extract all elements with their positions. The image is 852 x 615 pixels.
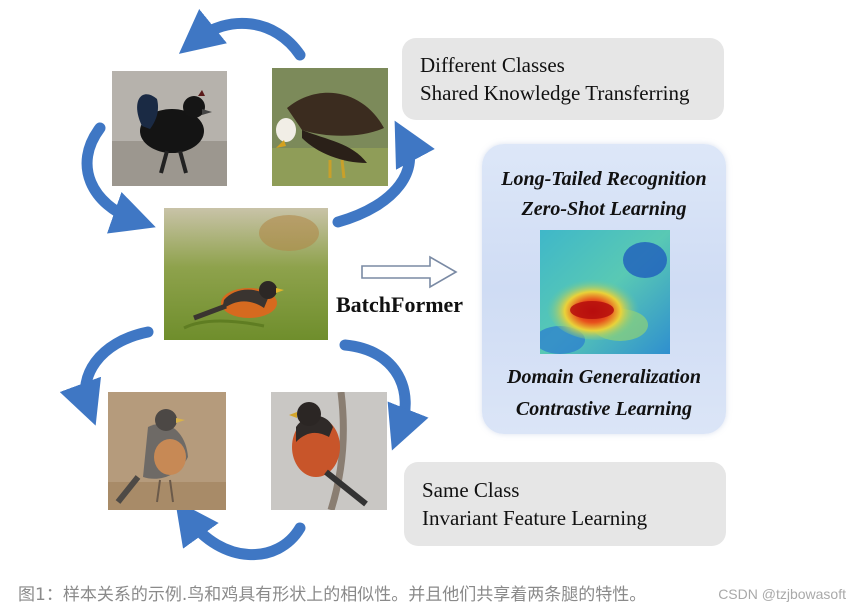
task-long-tailed: Long-Tailed Recognition xyxy=(501,168,707,190)
arrow-upper-left xyxy=(81,122,156,234)
hollow-arrow-icon xyxy=(361,255,458,289)
attention-heatmap xyxy=(540,230,670,354)
rooster-photo xyxy=(112,71,227,186)
top-info-box: Different Classes Shared Knowledge Trans… xyxy=(402,38,724,120)
robin-center-photo xyxy=(164,208,328,340)
robin-branch-photo xyxy=(271,392,387,510)
top-box-line1: Different Classes xyxy=(420,53,565,77)
arrow-bottom xyxy=(175,500,306,561)
eagle-photo xyxy=(272,68,388,186)
arrow-lower-left xyxy=(59,326,154,426)
task-domain-generalization: Domain Generalization xyxy=(507,366,701,388)
arrow-upper-right xyxy=(332,120,435,228)
batchformer-label: BatchFormer xyxy=(336,292,464,317)
watermark: CSDN @tzjbowasoft xyxy=(718,586,846,602)
top-box-line2: Shared Knowledge Transferring xyxy=(420,81,690,105)
task-contrastive: Contrastive Learning xyxy=(515,398,693,420)
figure-caption: 图1：样本关系的示例.鸟和鸡具有形状上的相似性。并且他们共享着两条腿的特性。 xyxy=(18,585,647,605)
bottom-info-box: Same Class Invariant Feature Learning xyxy=(404,462,726,546)
bottom-box-line2: Invariant Feature Learning xyxy=(422,506,648,530)
arrow-top xyxy=(178,9,306,61)
task-zero-shot: Zero-Shot Learning xyxy=(521,198,687,220)
sparrow-photo xyxy=(108,392,226,510)
tasks-panel: Long-Tailed Recognition Zero-Shot Learni… xyxy=(482,144,726,434)
bottom-box-line1: Same Class xyxy=(422,478,520,502)
arrow-lower-right xyxy=(339,339,429,451)
